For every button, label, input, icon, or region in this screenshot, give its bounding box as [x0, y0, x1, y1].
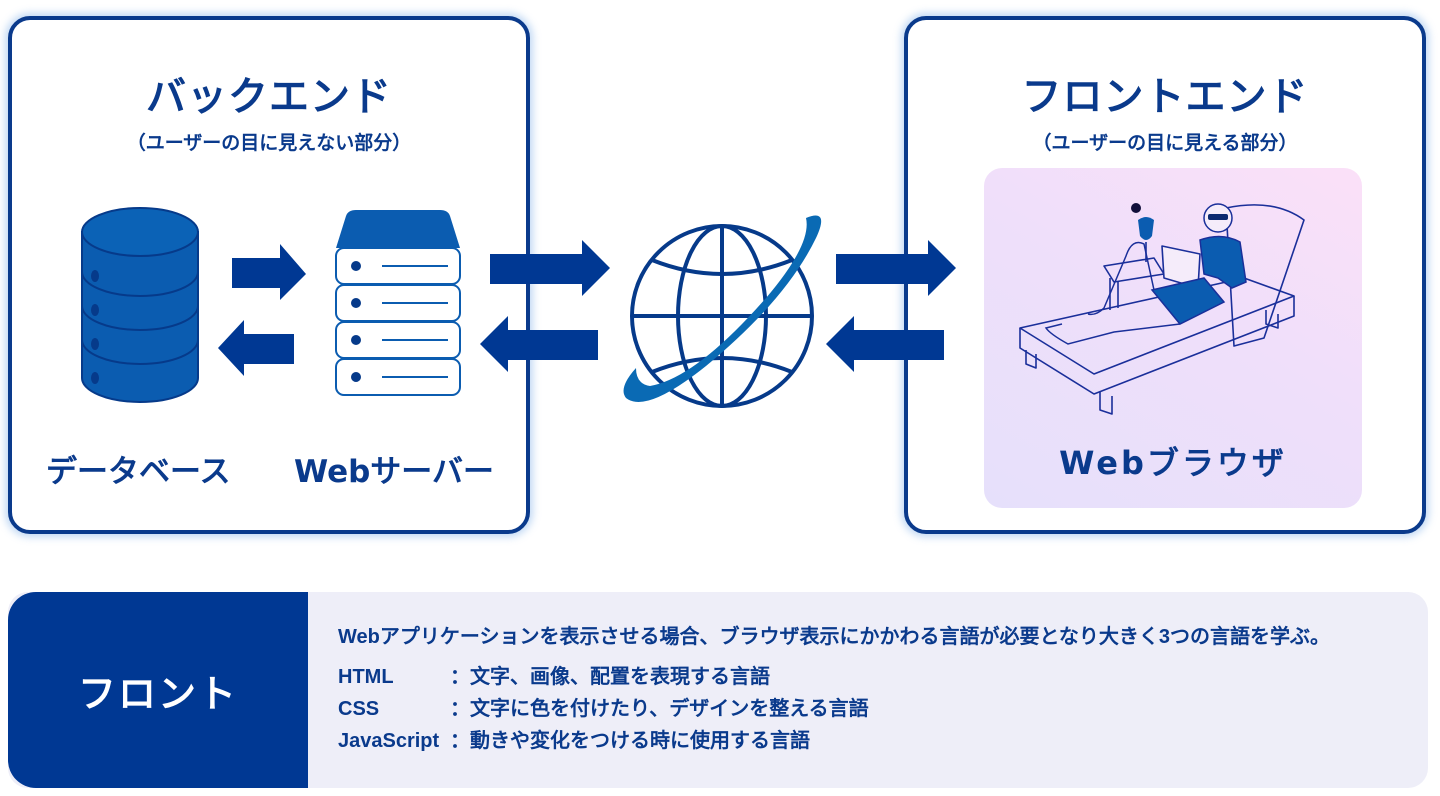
language-desc: ：文字、画像、配置を表現する言語 — [450, 666, 770, 688]
browser-card: Webブラウザ — [984, 168, 1362, 508]
backend-panel: バックエンド （ユーザーの目に見えない部分） — [8, 16, 530, 534]
arrow-left-icon — [218, 320, 294, 376]
globe-icon — [623, 215, 822, 408]
frontend-subtitle: （ユーザーの目に見える部分） — [1032, 132, 1298, 154]
language-row-html: HTML ：文字、画像、配置を表現する言語 — [338, 661, 1330, 693]
language-desc: ：動きや変化をつける時に使用する言語 — [450, 730, 810, 752]
language-desc: ：文字に色を付けたり、デザインを整える言語 — [450, 698, 869, 720]
arrow-right-icon — [232, 244, 306, 300]
info-tab: フロント — [8, 592, 308, 788]
language-name: HTML — [338, 666, 394, 688]
backend-subtitle: （ユーザーの目に見えない部分） — [126, 132, 412, 154]
person-on-lounger-illustration — [1019, 203, 1305, 415]
arrow-left-icon — [480, 316, 598, 372]
language-name: JavaScript — [338, 730, 440, 752]
arrow-right-icon — [836, 240, 956, 296]
arrow-right-icon — [490, 240, 610, 296]
arrow-left-icon — [826, 316, 944, 372]
info-body: Webアプリケーションを表示させる場合、ブラウザ表示にかかわる言語が必要となり大… — [338, 620, 1330, 757]
frontend-panel: フロントエンド （ユーザーの目に見える部分） — [904, 16, 1426, 534]
info-intro: Webアプリケーションを表示させる場合、ブラウザ表示にかかわる言語が必要となり大… — [338, 626, 1330, 648]
frontend-title: フロントエンド — [1021, 74, 1309, 120]
language-row-css: CSS ：文字に色を付けたり、デザインを整える言語 — [338, 693, 1330, 725]
info-tab-label: フロント — [77, 671, 238, 716]
webserver-label: Webサーバー — [294, 454, 494, 490]
backend-title: バックエンド — [146, 74, 392, 120]
language-row-javascript: JavaScript ：動きや変化をつける時に使用する言語 — [338, 725, 1330, 757]
database-icon — [81, 207, 199, 403]
server-icon — [335, 210, 461, 396]
language-name: CSS — [338, 698, 380, 720]
database-label: データベース — [46, 454, 231, 490]
info-box: フロント Webアプリケーションを表示させる場合、ブラウザ表示にかかわる言語が必… — [8, 592, 1428, 788]
webbrowser-label: Webブラウザ — [1059, 444, 1287, 482]
